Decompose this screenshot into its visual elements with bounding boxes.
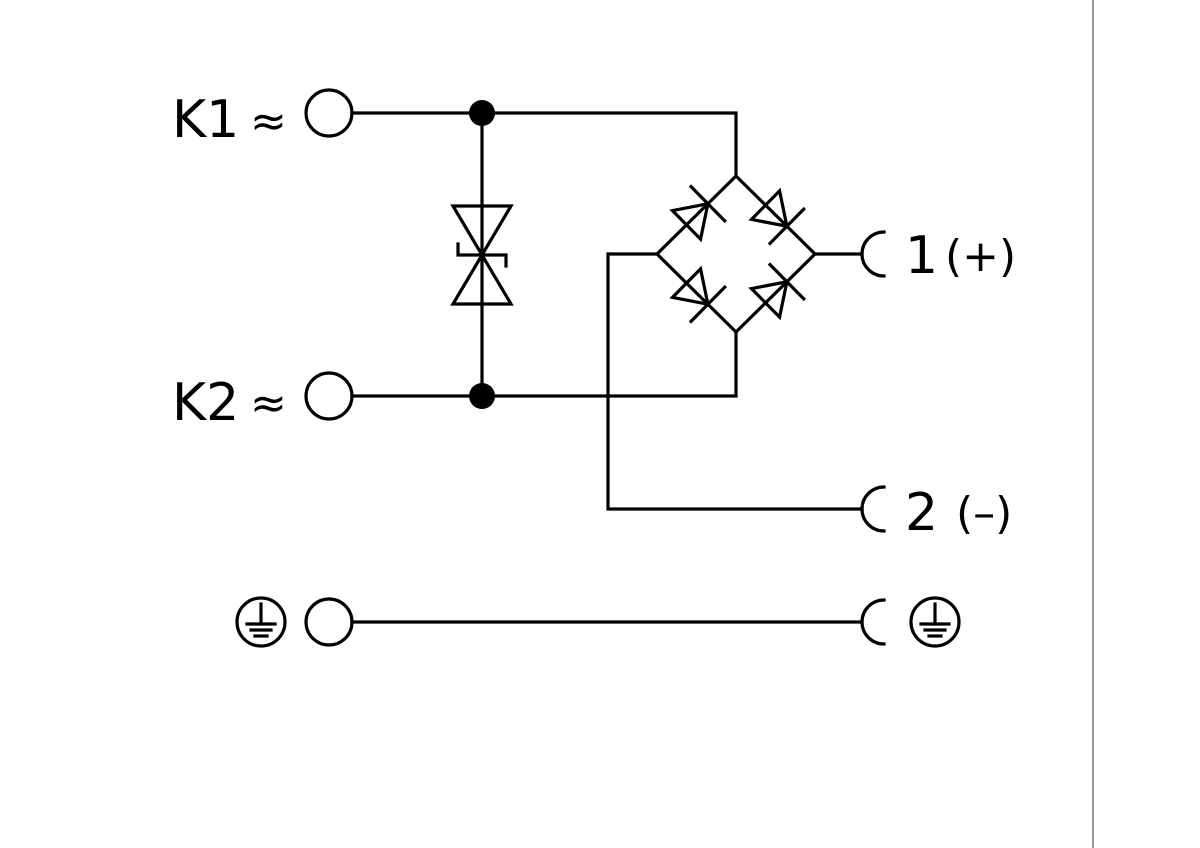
bridge-rectifier	[654, 173, 818, 335]
output-2-number: 2	[905, 483, 938, 543]
terminal-k2-circle	[304, 371, 354, 421]
junction-dot-top	[469, 100, 495, 126]
terminal-k2-ac-symbol: ≈	[250, 378, 287, 429]
terminal-k1: K1 ≈	[172, 88, 354, 150]
tvs-diode-bar	[456, 242, 508, 268]
ground-left	[235, 596, 354, 648]
terminal-k1-circle	[304, 88, 354, 138]
tvs-diode	[450, 204, 514, 306]
output-1-polarity: (+)	[945, 231, 1016, 282]
output-1: 1 (+)	[860, 226, 1016, 286]
tvs-diode-lower-triangle	[450, 251, 514, 306]
bridge-diamond	[654, 173, 818, 335]
output-2: 2 (–)	[860, 483, 1012, 543]
output-1-socket	[860, 230, 886, 278]
protective-earth-icon	[909, 596, 961, 648]
ground-left-terminal-circle	[304, 597, 354, 647]
protective-earth-icon	[235, 596, 287, 648]
terminal-k2: K2 ≈	[172, 371, 354, 433]
tvs-diode-upper-triangle	[450, 204, 514, 259]
wiring	[350, 111, 864, 624]
terminal-k1-label: K1	[172, 90, 239, 150]
junction-dot-bottom	[469, 383, 495, 409]
ground-right-socket	[860, 598, 886, 646]
output-2-polarity: (–)	[956, 488, 1012, 539]
bridge-diode-upper-right	[748, 187, 807, 246]
output-2-socket	[860, 485, 886, 533]
terminal-k2-label: K2	[172, 373, 239, 433]
bridge-diode-lower-left	[669, 265, 728, 324]
terminal-k1-ac-symbol: ≈	[250, 96, 287, 147]
wire-k2-to-bridge	[350, 330, 738, 398]
wire-k1-to-bridge	[350, 111, 738, 178]
wire-bridge-to-output-2	[606, 252, 864, 511]
bridge-diode-lower-right	[748, 262, 807, 321]
bridge-diode-upper-left	[669, 184, 728, 243]
ground-right	[860, 596, 961, 648]
output-1-number: 1	[905, 226, 938, 286]
